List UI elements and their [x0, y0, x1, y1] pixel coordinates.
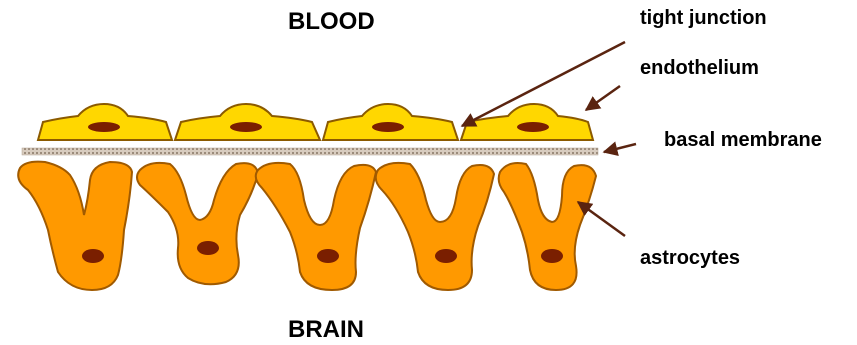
nucleus — [435, 249, 457, 263]
endothelial-cell — [461, 104, 593, 140]
astrocytes-label: astrocytes — [640, 248, 740, 268]
nucleus — [372, 122, 404, 132]
basal-membrane — [22, 148, 598, 155]
nucleus — [197, 241, 219, 255]
nucleus — [541, 249, 563, 263]
endothelium-pointer — [586, 86, 620, 110]
nucleus — [88, 122, 120, 132]
endothelial-cell — [323, 104, 458, 140]
nucleus — [517, 122, 549, 132]
nucleus — [230, 122, 262, 132]
astrocyte — [18, 162, 132, 290]
basal-membrane-pointer — [604, 144, 636, 152]
basal-membrane-label: basal membrane — [664, 130, 822, 150]
endothelium-label: endothelium — [640, 58, 759, 78]
astrocyte — [137, 163, 258, 284]
endothelial-cell — [175, 104, 320, 140]
nucleus — [317, 249, 339, 263]
endothelium-layer — [38, 104, 593, 140]
astrocyte — [376, 163, 494, 290]
tight-junction-label: tight junction — [640, 8, 767, 28]
astrocytes-layer — [18, 162, 596, 290]
astrocyte — [256, 163, 376, 290]
blood-region-label: BLOOD — [288, 10, 375, 34]
brain-region-label: BRAIN — [288, 318, 364, 342]
nucleus — [82, 249, 104, 263]
endothelial-cell — [38, 104, 172, 140]
astrocyte — [499, 163, 596, 290]
astrocytes-pointer — [578, 202, 625, 236]
